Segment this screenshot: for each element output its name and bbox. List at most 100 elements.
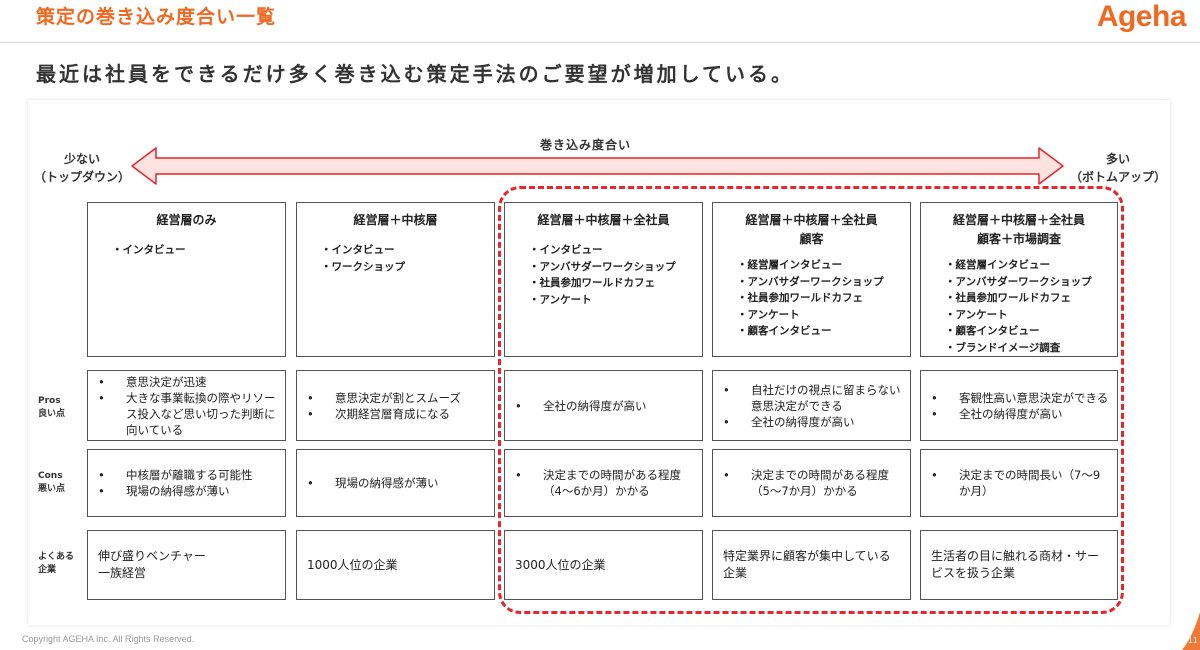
row-label-typical-2: 企業 xyxy=(38,565,57,575)
cons-item: 現場の納得感が薄い xyxy=(301,475,488,491)
pros-list: 全社の納得度が高い xyxy=(509,398,696,414)
method-item: アンバサダーワークショップ xyxy=(529,259,692,276)
column-header-3: 経営層＋中核層＋全社員 インタビュー アンバサダーワークショップ 社員参加ワール… xyxy=(504,202,703,357)
method-item: 社員参加ワールドカフェ xyxy=(945,290,1107,307)
pros-list: 客観性高い意思決定ができる 全社の納得度が高い xyxy=(925,390,1111,422)
pros-list: 意思決定が迅速 大きな事業転換の際やリソース投入など思い切った判断に向いている xyxy=(92,374,279,438)
column-header-2: 経営層＋中核層 インタビュー ワークショップ xyxy=(296,202,495,357)
pros-item: 客観性高い意思決定ができる xyxy=(925,390,1111,406)
pros-cell-3: 全社の納得度が高い xyxy=(504,370,703,441)
page-title: 策定の巻き込み度合い一覧 xyxy=(36,6,277,28)
cons-cell-5: 決定までの時間長い（7～9か月） xyxy=(920,449,1118,517)
method-item: インタビュー xyxy=(112,242,275,259)
cons-item: 現場の納得感が薄い xyxy=(92,483,279,499)
column-title: 経営層＋中核層＋全社員 xyxy=(515,211,692,230)
row-label-pros-en: Pros xyxy=(38,396,61,406)
row-label-pros-ja: 良い点 xyxy=(38,409,66,419)
copyright: Copyright AGEHA Inc. All Rights Reserved… xyxy=(22,634,195,644)
pros-cell-1: 意思決定が迅速 大きな事業転換の際やリソース投入など思い切った判断に向いている xyxy=(87,370,286,441)
row-label-pros: Pros 良い点 xyxy=(38,395,65,421)
scale-right-line1: 多い xyxy=(1105,152,1130,166)
pros-cell-5: 客観性高い意思決定ができる 全社の納得度が高い xyxy=(920,370,1118,441)
method-list: 経営層インタビュー アンバサダーワークショップ 社員参加ワールドカフェ アンケー… xyxy=(931,257,1107,356)
typical-cell-1: 伸び盛りベンチャー 一族経営 xyxy=(87,530,286,600)
column-title-line2: 顧客＋市場調査 xyxy=(976,232,1061,246)
pros-item: 自社だけの視点に留まらない意思決定ができる xyxy=(717,382,904,414)
pros-item: 次期経営層育成になる xyxy=(301,406,488,422)
pros-cell-4: 自社だけの視点に留まらない意思決定ができる 全社の納得度が高い xyxy=(712,370,911,441)
column-title-line1: 経営層＋中核層＋全社員 xyxy=(952,213,1085,227)
pros-item: 全社の納得度が高い xyxy=(509,398,696,414)
pros-item: 全社の納得度が高い xyxy=(717,414,904,430)
cons-cell-3: 決定までの時間がある程度（4～6か月）かかる xyxy=(504,449,703,517)
method-item: アンバサダーワークショップ xyxy=(945,274,1107,291)
column-title-line2: 顧客 xyxy=(799,232,824,246)
method-list: 経営層インタビュー アンバサダーワークショップ 社員参加ワールドカフェ アンケー… xyxy=(723,257,900,340)
method-item: 顧客インタビュー xyxy=(945,323,1107,340)
column-title-line1: 経営層＋中核層＋全社員 xyxy=(745,213,878,227)
method-item: アンケート xyxy=(945,307,1107,324)
pros-cell-2: 意思決定が割とスムーズ 次期経営層育成になる xyxy=(296,370,495,441)
method-list: インタビュー ワークショップ xyxy=(307,242,484,275)
cons-list: 中核層が離職する可能性 現場の納得感が薄い xyxy=(92,467,279,499)
row-label-typical: よくある 企業 xyxy=(38,551,74,577)
pros-item: 大きな事業転換の際やリソース投入など思い切った判断に向いている xyxy=(92,390,279,438)
method-item: 経営層インタビュー xyxy=(737,257,900,274)
page-subtitle: 最近は社員をできるだけ多く巻き込む策定手法のご要望が増加している。 xyxy=(36,62,794,86)
method-item: 経営層インタビュー xyxy=(945,257,1107,274)
scale-label: 巻き込み度合い xyxy=(540,138,632,152)
column-header-5: 経営層＋中核層＋全社員 顧客＋市場調査 経営層インタビュー アンバサダーワークシ… xyxy=(920,202,1118,357)
method-item: アンバサダーワークショップ xyxy=(737,274,900,291)
cons-list: 決定までの時間がある程度（4～6か月）かかる xyxy=(509,467,696,499)
scale-right-label: 多い （ボトムアップ） xyxy=(1068,150,1168,186)
cons-item: 中核層が離職する可能性 xyxy=(92,467,279,483)
row-label-cons-ja: 悪い点 xyxy=(38,484,66,494)
typical-cell-2: 1000人位の企業 xyxy=(296,530,495,600)
row-label-typical-1: よくある xyxy=(38,552,75,562)
highlight-frame xyxy=(498,186,1124,614)
scale-left-line2: （トップダウン） xyxy=(34,170,131,184)
method-list: インタビュー xyxy=(98,242,275,259)
pros-list: 意思決定が割とスムーズ 次期経営層育成になる xyxy=(301,390,488,422)
method-item: 社員参加ワールドカフェ xyxy=(737,290,900,307)
method-item: 社員参加ワールドカフェ xyxy=(529,275,692,292)
typical-cell-4: 特定業界に顧客が集中している企業 xyxy=(712,530,911,600)
row-label-cons-en: Cons xyxy=(38,471,63,481)
cons-cell-1: 中核層が離職する可能性 現場の納得感が薄い xyxy=(87,449,286,517)
column-title: 経営層のみ xyxy=(98,211,275,230)
cons-list: 現場の納得感が薄い xyxy=(301,475,488,491)
column-title-line1: 経営層＋中核層 xyxy=(353,213,438,227)
ageha-logo: Ageha xyxy=(1096,0,1187,33)
column-title: 経営層＋中核層 xyxy=(307,211,484,230)
row-label-cons: Cons 悪い点 xyxy=(38,470,65,496)
title-divider xyxy=(0,42,1200,43)
method-item: 顧客インタビュー xyxy=(737,323,900,340)
method-item: アンケート xyxy=(529,292,692,309)
typical-cell-5: 生活者の目に触れる商材・サービスを扱う企業 xyxy=(920,530,1118,600)
cons-cell-2: 現場の納得感が薄い xyxy=(296,449,495,517)
scale-left-line1: 少ない xyxy=(63,152,100,166)
cons-cell-4: 決定までの時間がある程度（5～7か月）かかる xyxy=(712,449,911,517)
scale-right-line2: （ボトムアップ） xyxy=(1069,170,1166,184)
method-item: ブランドイメージ調査 xyxy=(945,340,1107,357)
cons-item: 決定までの時間長い（7～9か月） xyxy=(925,467,1111,499)
column-title: 経営層＋中核層＋全社員 顧客 xyxy=(723,211,900,249)
column-title-line1: 経営層＋中核層＋全社員 xyxy=(537,213,670,227)
method-list: インタビュー アンバサダーワークショップ 社員参加ワールドカフェ アンケート xyxy=(515,242,692,308)
pros-item: 意思決定が迅速 xyxy=(92,374,279,390)
pros-item: 全社の納得度が高い xyxy=(925,406,1111,422)
method-item: アンケート xyxy=(737,307,900,324)
pros-item: 意思決定が割とスムーズ xyxy=(301,390,488,406)
method-item: ワークショップ xyxy=(321,259,484,276)
column-header-1: 経営層のみ インタビュー xyxy=(87,202,286,357)
corner-accent-icon xyxy=(1182,612,1200,650)
column-header-4: 経営層＋中核層＋全社員 顧客 経営層インタビュー アンバサダーワークショップ 社… xyxy=(712,202,911,357)
double-arrow-icon xyxy=(131,147,1064,185)
column-title: 経営層＋中核層＋全社員 顧客＋市場調査 xyxy=(931,211,1107,249)
cons-list: 決定までの時間がある程度（5～7か月）かかる xyxy=(717,467,904,499)
method-item: インタビュー xyxy=(529,242,692,259)
method-item: インタビュー xyxy=(321,242,484,259)
cons-list: 決定までの時間長い（7～9か月） xyxy=(925,467,1111,499)
column-title-line1: 経営層のみ xyxy=(156,213,217,227)
cons-item: 決定までの時間がある程度（4～6か月）かかる xyxy=(509,467,696,499)
